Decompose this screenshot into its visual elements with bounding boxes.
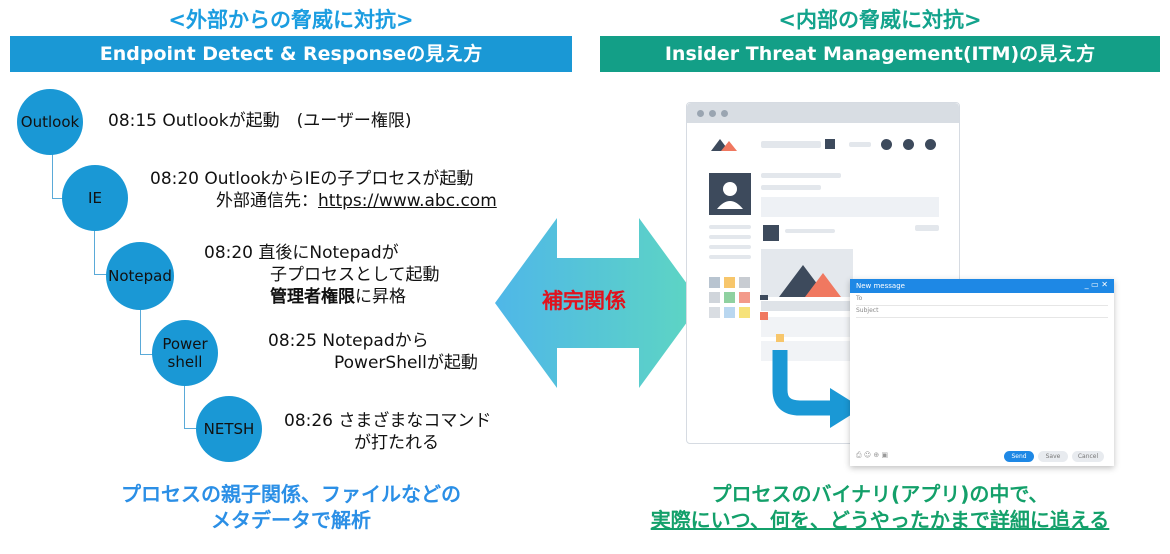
color-tile xyxy=(709,307,720,318)
placeholder-bar xyxy=(761,141,821,148)
window-dot-icon xyxy=(721,110,728,117)
image-placeholder xyxy=(761,249,853,297)
window-titlebar xyxy=(687,103,959,123)
content-card xyxy=(761,301,853,311)
right-banner: Insider Threat Management(ITM)の見え方 xyxy=(600,36,1160,72)
app-window-mockup xyxy=(686,102,960,444)
left-heading: <外部からの脅威に対抗> xyxy=(168,8,414,32)
tree-connector xyxy=(94,228,111,275)
tree-connector xyxy=(52,150,69,199)
avatar xyxy=(709,173,751,215)
placeholder-bar xyxy=(709,235,751,239)
process-node-notepad: Notepad xyxy=(106,242,174,310)
right-heading: <内部の脅威に対抗> xyxy=(778,8,982,32)
placeholder-bar xyxy=(709,225,751,229)
logo-mountain-icon xyxy=(711,139,737,151)
placeholder-bar xyxy=(761,173,841,178)
window-controls-icon: _ ▭ ✕ xyxy=(1084,280,1108,289)
curved-arrow-icon xyxy=(772,350,862,428)
list-card xyxy=(761,317,853,337)
tree-connector xyxy=(140,300,157,355)
event-text-3: 08:20 直後にNotepadが 子プロセスとして起動 管理者権限に昇格 xyxy=(204,243,440,307)
save-button[interactable]: Save xyxy=(1038,451,1068,462)
circle-icon xyxy=(903,139,914,150)
placeholder-bar xyxy=(915,225,939,231)
external-url-link[interactable]: https://www.abc.com xyxy=(318,191,497,211)
window-dot-icon xyxy=(709,110,716,117)
double-arrow-icon xyxy=(495,218,701,388)
right-caption: プロセスのバイナリ(アプリ)の中で、 実際にいつ、何を、どうやったかまで詳細に追… xyxy=(650,482,1110,532)
color-tile xyxy=(709,277,720,288)
placeholder-bar xyxy=(849,142,871,147)
small-avatar xyxy=(763,225,779,241)
event-text-1: 08:15 Outlookが起動 (ユーザー権限) xyxy=(108,111,412,131)
circle-icon xyxy=(925,139,936,150)
new-message-title: New message xyxy=(850,279,1114,293)
tree-connector xyxy=(184,378,199,429)
send-button[interactable]: Send xyxy=(1004,451,1034,462)
circle-icon xyxy=(881,139,892,150)
process-node-netsh: NETSH xyxy=(196,396,262,462)
process-node-ie: IE xyxy=(62,165,128,231)
event-text-5: 08:26 さまざまなコマンド が打たれる xyxy=(284,411,492,453)
process-node-outlook: Outlook xyxy=(17,89,83,155)
orange-flag-icon xyxy=(760,312,768,320)
color-tile xyxy=(739,292,750,303)
content-card xyxy=(761,197,939,217)
color-tile xyxy=(739,307,750,318)
left-caption: プロセスの親子関係、ファイルなどの メタデータで解析 xyxy=(121,482,461,532)
image-mountain-icon xyxy=(779,265,841,297)
color-tile xyxy=(724,277,735,288)
color-tile xyxy=(724,292,735,303)
event-text-4: 08:25 Notepadから PowerShellが起動 xyxy=(268,331,478,373)
window-dot-icon xyxy=(697,110,704,117)
new-message-window: New message _ ▭ ✕ To Subject ⎙ ☺ ⊕ ▣ Sen… xyxy=(850,279,1114,466)
orange-flag-icon xyxy=(776,334,784,342)
formatting-toolbar-icon: ⎙ ☺ ⊕ ▣ xyxy=(856,451,889,459)
process-node-powershell: Power shell xyxy=(152,320,218,386)
user-icon xyxy=(717,182,743,209)
placeholder-bar xyxy=(761,185,821,190)
placeholder-bar xyxy=(709,245,751,249)
subject-field[interactable]: Subject xyxy=(856,305,1108,318)
small-square-icon xyxy=(760,295,768,300)
cancel-button[interactable]: Cancel xyxy=(1072,451,1104,462)
placeholder-bar xyxy=(785,229,835,233)
event-text-2: 08:20 OutlookからIEの子プロセスが起動 外部通信先：https:/… xyxy=(150,169,497,211)
to-field[interactable]: To xyxy=(856,293,1108,306)
color-tile xyxy=(724,307,735,318)
complement-label: 補完関係 xyxy=(542,289,626,313)
left-banner: Endpoint Detect & Responseの見え方 xyxy=(10,36,572,72)
color-tile xyxy=(709,292,720,303)
color-tile xyxy=(739,277,750,288)
placeholder-bar xyxy=(709,255,751,259)
square-icon xyxy=(825,139,835,149)
